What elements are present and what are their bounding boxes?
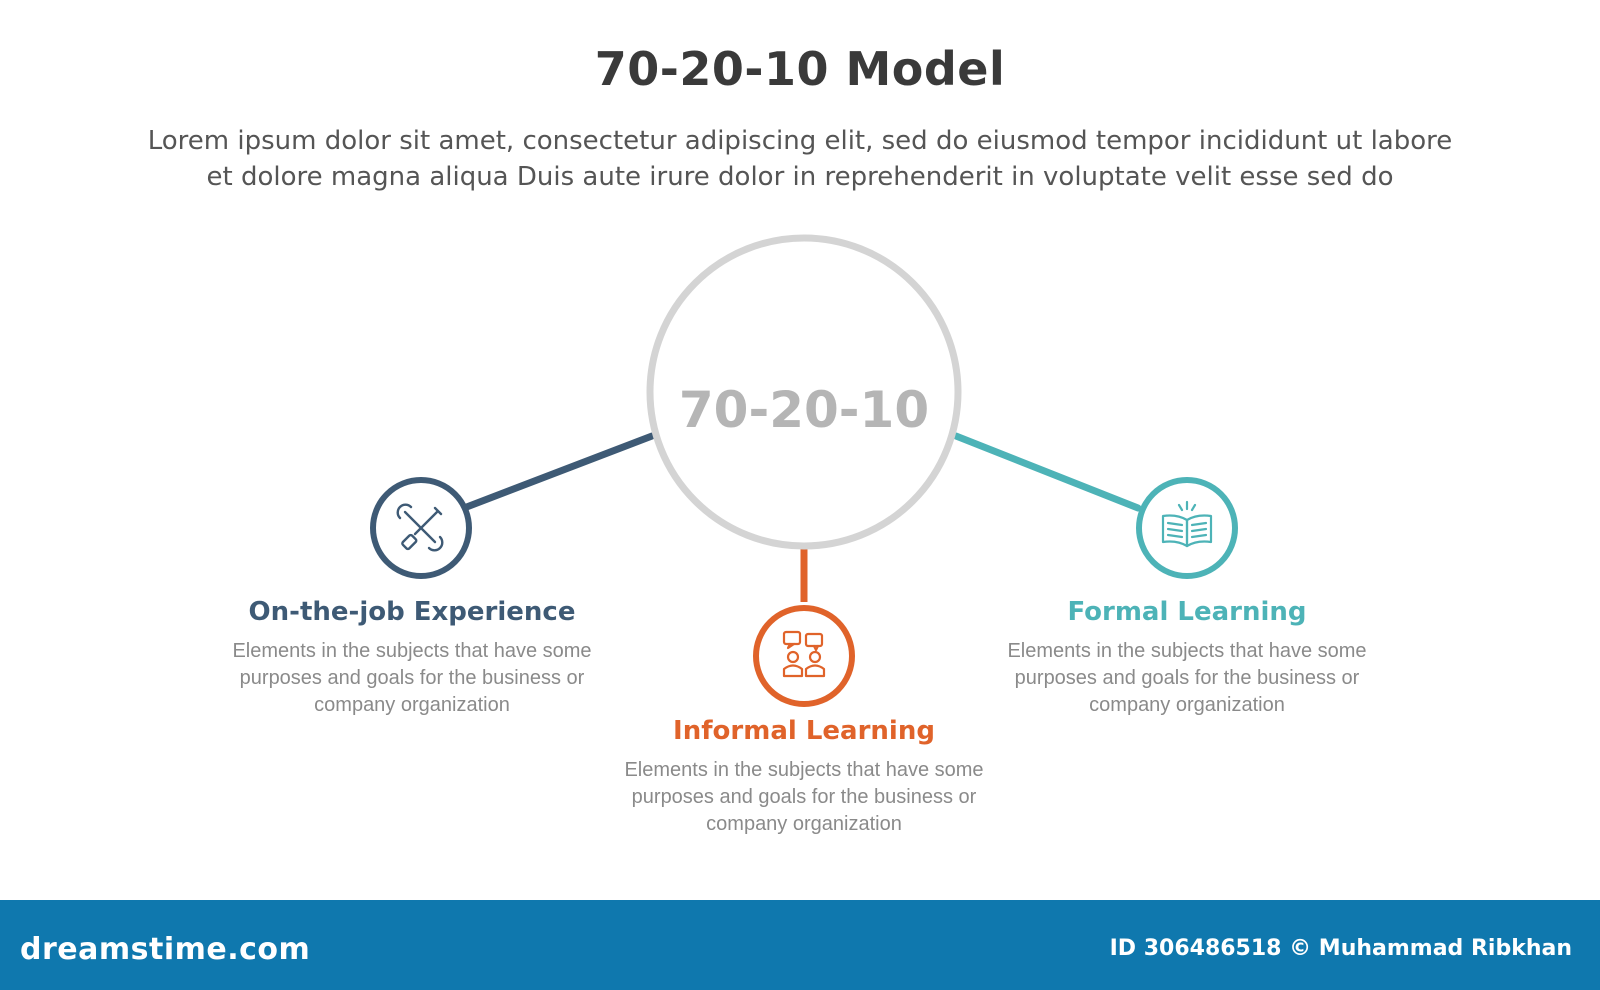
job-experience-title: On-the-job Experience [248,597,576,627]
center-circle [646,234,962,550]
description-line: company organization [706,813,902,835]
formal-learning-title: Formal Learning [1067,597,1307,627]
description-line: purposes and goals for the business or [631,786,977,808]
description-line: Elements in the subjects that have some [624,759,984,781]
formal-learning-description: Elements in the subjects that have some … [977,638,1397,719]
tools-icon [396,503,444,552]
description-line: Elements in the subjects that have some [1007,640,1367,662]
footer-bar: dreamstime.com ID 306486518 © Muhammad R… [0,900,1600,990]
informal-learning-title: Informal Learning [673,716,935,746]
description-line: purposes and goals for the business or [239,667,585,689]
subtitle-line: Lorem ipsum dolor sit amet, consectetur … [147,126,1453,156]
description-line: Elements in the subjects that have some [232,640,592,662]
center-label: 70-20-10 [679,381,929,439]
footer-logo: dreamstime.com [20,932,311,967]
connector-job [460,432,656,512]
description-line: company organization [314,694,510,716]
page-title: 70-20-10 Model [594,42,1006,96]
description-line: purposes and goals for the business or [1014,667,1360,689]
informal-node-circle [753,605,855,707]
discussion-icon [782,630,826,678]
page-subtitle: Lorem ipsum dolor sit amet, consectetur … [60,123,1540,195]
informal-learning-description: Elements in the subjects that have some … [594,757,1014,838]
job-experience-description: Elements in the subjects that have some … [202,638,622,719]
model-diagram: 70-20-10 [370,234,1238,707]
footer-credit: ID 306486518 © Muhammad Ribkhan [1109,936,1572,961]
book-icon [1161,500,1213,548]
description-line: company organization [1089,694,1285,716]
connector-formal [952,432,1142,512]
subtitle-line: et dolore magna aliqua Duis aute irure d… [206,162,1394,192]
